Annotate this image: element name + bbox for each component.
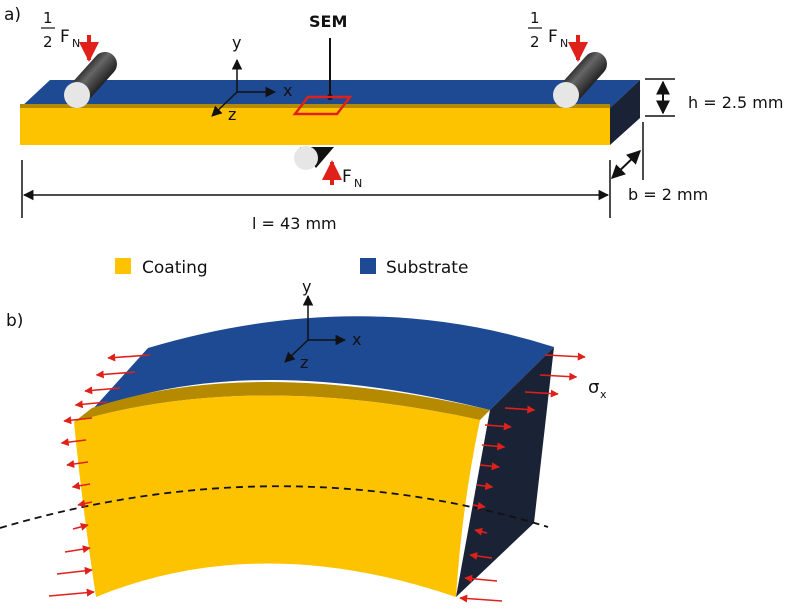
legend-swatch-coating bbox=[115, 258, 131, 274]
right-top-roller bbox=[553, 52, 607, 108]
bottom-load-label: F N bbox=[342, 167, 362, 190]
stress-arrow-right-compression bbox=[464, 574, 498, 583]
left-top-roller bbox=[64, 52, 117, 108]
stress-arrow-left-compression bbox=[56, 566, 93, 575]
stress-arrow-right-tension bbox=[476, 482, 494, 491]
svg-text:y: y bbox=[302, 277, 311, 296]
stress-arrow-right-tension bbox=[484, 422, 512, 431]
stress-arrow-right-compression bbox=[459, 594, 503, 603]
stress-arrow-left-compression bbox=[72, 522, 89, 531]
coating-front-face bbox=[74, 395, 480, 597]
stress-arrow-right-tension bbox=[539, 372, 578, 381]
stress-arrow-left-tension bbox=[84, 386, 121, 395]
stress-arrow-left-tension bbox=[71, 481, 91, 490]
svg-text:z: z bbox=[300, 353, 308, 372]
sem-label: SEM bbox=[309, 12, 347, 31]
stress-arrow-right-tension bbox=[524, 389, 559, 398]
svg-text:2: 2 bbox=[530, 33, 540, 51]
neutral-axis bbox=[0, 485, 549, 529]
stress-label: σ x bbox=[588, 377, 607, 401]
right-load-label: 1 2 F N bbox=[528, 9, 568, 51]
length-dimension: l = 43 mm bbox=[21, 160, 611, 233]
axes-a: y x z bbox=[211, 33, 292, 124]
svg-text:1: 1 bbox=[530, 9, 540, 27]
stress-arrow-left-tension bbox=[60, 438, 87, 447]
legend-swatch-substrate bbox=[360, 258, 376, 274]
svg-text:x: x bbox=[352, 330, 361, 349]
stress-arrow-left-tension bbox=[77, 499, 93, 508]
stress-arrow-left-tension bbox=[107, 353, 151, 362]
height-dimension: h = 2.5 mm bbox=[645, 78, 783, 117]
axes-b: y x z bbox=[284, 277, 361, 372]
svg-text:x: x bbox=[283, 81, 292, 100]
stress-arrow-left-compression bbox=[48, 588, 95, 597]
substrate-top-face bbox=[92, 316, 554, 410]
bottom-roller bbox=[294, 146, 334, 170]
svg-text:2: 2 bbox=[43, 33, 53, 51]
svg-text:N: N bbox=[354, 177, 362, 190]
svg-text:σ: σ bbox=[588, 377, 599, 398]
stress-arrow-left-tension bbox=[74, 400, 108, 409]
legend-label-coating: Coating bbox=[142, 258, 208, 278]
svg-text:b = 2 mm: b = 2 mm bbox=[628, 185, 708, 204]
coating-edge bbox=[20, 104, 610, 108]
svg-text:1: 1 bbox=[43, 9, 53, 27]
stress-arrow-left-tension bbox=[95, 370, 136, 379]
stress-arrow-right-compression bbox=[469, 552, 493, 560]
legend: Coating Substrate bbox=[115, 258, 468, 278]
legend-label-substrate: Substrate bbox=[386, 258, 468, 278]
sem-region bbox=[292, 95, 353, 116]
bent-beam bbox=[74, 316, 554, 597]
stress-arrows bbox=[48, 352, 586, 603]
svg-text:l = 43 mm: l = 43 mm bbox=[252, 214, 337, 233]
panel-b-label: b) bbox=[6, 311, 23, 331]
svg-text:F: F bbox=[60, 27, 70, 47]
svg-text:h = 2.5 mm: h = 2.5 mm bbox=[688, 93, 783, 112]
beam-side-face bbox=[610, 80, 640, 145]
stress-arrow-right-tension bbox=[479, 462, 500, 471]
svg-text:N: N bbox=[72, 37, 80, 50]
svg-text:F: F bbox=[548, 27, 558, 47]
stress-arrow-right-tension bbox=[504, 405, 536, 414]
svg-text:F: F bbox=[342, 167, 352, 187]
stress-arrow-right-tension bbox=[472, 501, 486, 510]
left-load-label: 1 2 F N bbox=[41, 9, 80, 51]
stress-arrow-left-tension bbox=[66, 460, 89, 468]
svg-text:y: y bbox=[232, 33, 241, 52]
svg-text:N: N bbox=[560, 37, 568, 50]
stress-arrow-right-compression bbox=[474, 527, 488, 536]
stress-arrow-left-compression bbox=[64, 545, 91, 554]
stress-arrow-right-tension bbox=[481, 442, 506, 451]
svg-text:z: z bbox=[228, 105, 236, 124]
coating-edge bbox=[74, 381, 490, 422]
stress-arrow-left-tension bbox=[63, 416, 93, 425]
stress-arrow-right-tension bbox=[544, 352, 586, 361]
svg-text:x: x bbox=[600, 388, 607, 401]
panel-a-label: a) bbox=[4, 5, 21, 25]
width-dimension: b = 2 mm bbox=[610, 122, 708, 204]
